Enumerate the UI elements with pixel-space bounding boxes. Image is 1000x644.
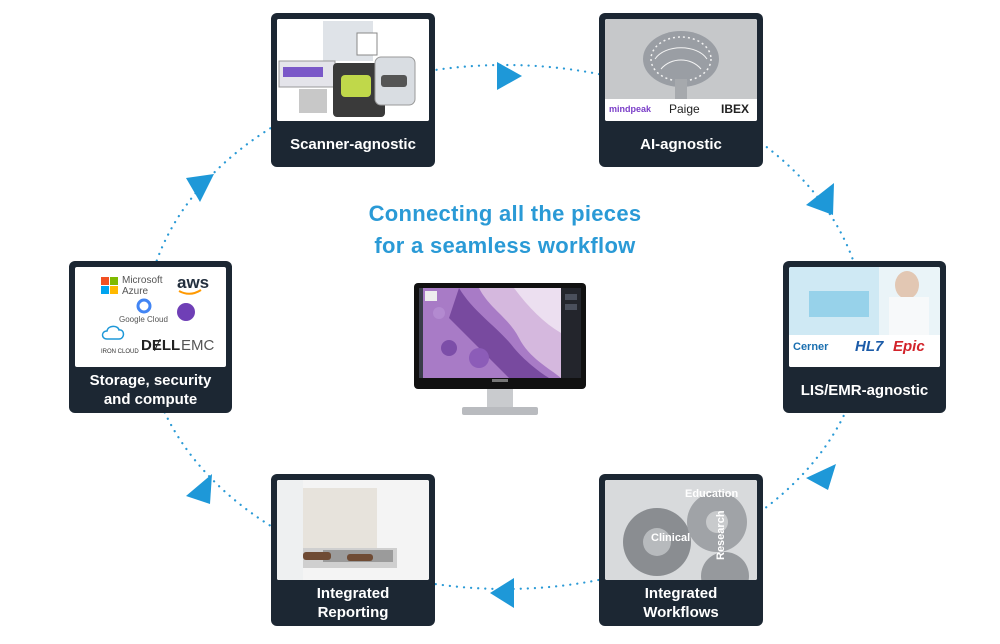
card-label-line2: Reporting: [317, 604, 389, 621]
emc-logo: EMC: [181, 337, 215, 354]
cerner-logo: Cerner: [793, 341, 829, 353]
dell-logo: DɆLL: [141, 337, 181, 354]
arrow-left-lower: [186, 474, 212, 504]
arrow-left-upper: [186, 174, 214, 202]
workflows-photo: Education Clinical Research: [605, 480, 757, 580]
arrow-bottom: [490, 578, 514, 608]
azure-logo: Azure: [122, 286, 149, 297]
card-storage-security-compute: Microsoft Azure aws Google Cloud IRON CL…: [69, 261, 232, 413]
google-cloud-logo: Google Cloud: [119, 315, 168, 324]
gear-word-clinical: Clinical: [651, 532, 691, 544]
lis-photo: Cerner HL7 Epic: [789, 267, 940, 367]
monitor-base: [462, 407, 538, 415]
card-integrated-reporting: Integrated Reporting: [271, 474, 435, 626]
monitor-logo: [492, 379, 508, 382]
headline-line1: Connecting all the pieces: [368, 201, 642, 226]
card-label: Storage, security and compute: [75, 367, 226, 413]
scanner-photo: [277, 19, 429, 121]
monitor-neck: [487, 389, 513, 407]
hl7-logo: HL7: [855, 338, 884, 355]
ibex-logo: IBEX: [721, 102, 750, 116]
epic-logo: Epic: [893, 338, 925, 355]
headline-line2: for a seamless workflow: [374, 233, 636, 258]
paige-logo: Paige: [669, 102, 700, 116]
card-label-line2: Workflows: [643, 604, 719, 621]
card-scanner-agnostic: Scanner-agnostic: [271, 13, 435, 167]
storage-logos-panel: Microsoft Azure aws Google Cloud IRON CL…: [75, 267, 226, 367]
card-label-line1: Integrated: [316, 585, 390, 602]
slide-viewer-screen: [419, 288, 581, 378]
card-label-line1: Integrated: [644, 585, 718, 602]
card-label: LIS/EMR-agnostic: [800, 381, 929, 399]
microsoft-logo: Microsoft: [122, 275, 163, 286]
card-integrated-workflows: Education Clinical Research Integrated W…: [599, 474, 763, 626]
gear-word-research: Research: [715, 510, 727, 560]
ai-photo: mindpeak Paige IBEX: [605, 19, 757, 121]
iron-cloud-logo: IRON CLOUD: [101, 349, 139, 355]
card-label: Integrated Workflows: [605, 580, 757, 626]
reporting-photo: [277, 480, 429, 580]
card-label-line2: and compute: [103, 391, 198, 408]
card-label: AI-agnostic: [640, 135, 722, 153]
card-label: Integrated Reporting: [277, 580, 429, 626]
gear-word-education: Education: [685, 488, 739, 500]
arrow-top: [497, 62, 522, 90]
pathology-monitor: [414, 283, 586, 415]
arrow-right-upper: [806, 183, 834, 215]
card-label-line1: Storage, security: [89, 372, 212, 389]
aws-logo: aws: [177, 273, 210, 292]
headline: Connecting all the pieces for a seamless…: [320, 198, 690, 262]
mindpeak-logo: mindpeak: [609, 104, 652, 114]
tissue-slide-image: [419, 288, 581, 378]
arrow-right-lower: [806, 464, 836, 490]
card-label: Scanner-agnostic: [290, 135, 416, 153]
card-ai-agnostic: mindpeak Paige IBEX AI-agnostic: [599, 13, 763, 167]
card-lis-emr-agnostic: Cerner HL7 Epic LIS/EMR-agnostic: [783, 261, 946, 413]
